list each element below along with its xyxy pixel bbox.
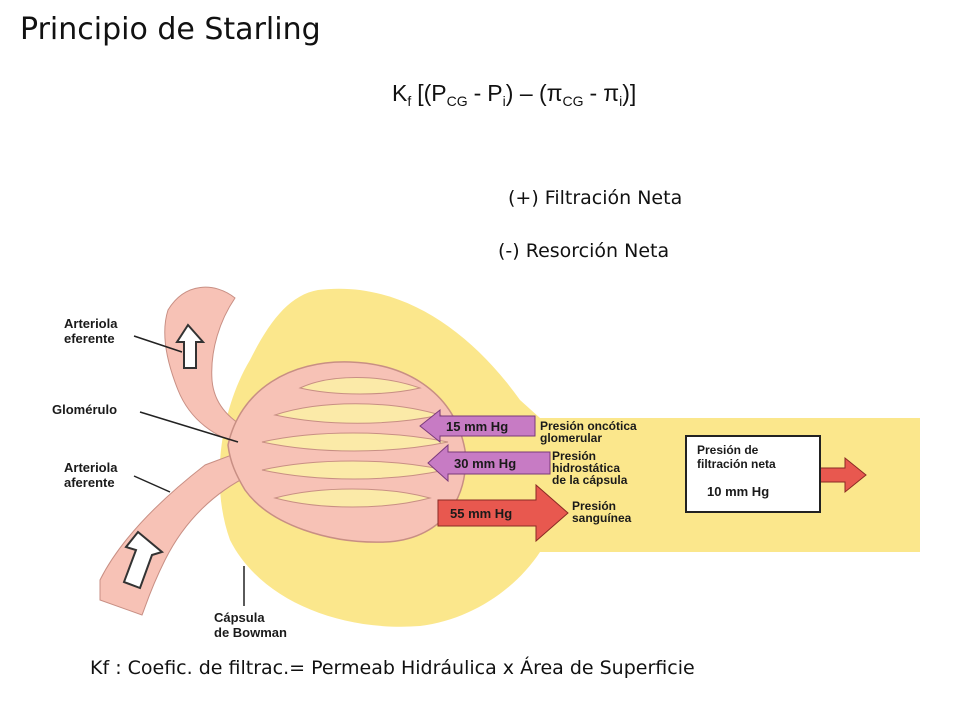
hydrostatic-pressure-arrow	[427, 443, 551, 483]
net-filtration-note: (+) Filtración Neta	[508, 187, 683, 209]
formula-picg: π	[546, 80, 563, 106]
slide-title: Principio de Starling	[20, 12, 321, 47]
hydro-label-line-2: hidrostática	[552, 461, 620, 475]
efferent-flow-arrow	[175, 323, 206, 369]
formula-close-2: )]	[622, 80, 637, 106]
capsule-label-line-1: Cápsula	[214, 610, 265, 625]
hydro-label-line-3: de la cápsula	[552, 473, 628, 487]
afferent-leader-line	[133, 475, 171, 493]
formula-pii: π	[603, 80, 620, 106]
oncotic-label-line-2: glomerular	[540, 431, 602, 445]
capsule-label-line-2: de Bowman	[214, 625, 287, 640]
blood-pressure-value: 55 mm Hg	[450, 506, 512, 521]
efferent-label-line-1: Arteriola	[64, 316, 118, 331]
formula-pcg-sub: CG	[446, 93, 468, 109]
formula-pi: P	[487, 80, 503, 106]
formula-pi-sub: i	[502, 93, 506, 109]
formula-minus-2: -	[589, 80, 598, 106]
starling-formula: Kf[(PCG-Pi) – (πCG-πi)]	[392, 80, 636, 109]
hydrostatic-pressure-value: 30 mm Hg	[454, 456, 516, 471]
capillary-gap	[298, 377, 422, 395]
efferent-label-line-2: eferente	[64, 331, 115, 346]
formula-picg-sub: CG	[562, 93, 584, 109]
formula-pii-sub: i	[619, 93, 623, 109]
blood-pressure-arrow	[437, 483, 569, 543]
afferent-label-line-1: Arteriola	[64, 460, 118, 475]
oncotic-pressure-arrow	[419, 408, 536, 444]
afferent-label-line-2: aferente	[64, 475, 115, 490]
capillary-gap	[261, 432, 449, 452]
hydro-label-line-1: Presión	[552, 449, 596, 463]
formula-close-1: ) – (	[505, 80, 547, 106]
glomerulus-diagram: Arteriola eferente Glomérulo Arteriola a…	[52, 286, 920, 640]
kf-footnote: Kf : Coefic. de filtrac.= Permeab Hidráu…	[90, 657, 695, 679]
net-box-line-2: filtración neta	[697, 457, 776, 471]
afferent-flow-arrow	[122, 530, 165, 590]
formula-k-sub: f	[407, 93, 412, 109]
formula-open: [(P	[417, 80, 447, 106]
net-box-line-1: Presión de	[697, 443, 759, 457]
glomerulus-label: Glomérulo	[52, 402, 117, 417]
formula-minus-1: -	[473, 80, 482, 106]
oncotic-label-line-1: Presión oncótica	[540, 419, 637, 433]
oncotic-pressure-value: 15 mm Hg	[446, 419, 508, 434]
capillary-gap	[273, 488, 432, 508]
net-filtration-arrow	[819, 456, 867, 494]
glomerulus-leader-line	[139, 411, 239, 443]
blood-label-line-1: Presión	[572, 499, 616, 513]
net-pressure-box	[685, 435, 821, 513]
net-box-value: 10 mm Hg	[707, 484, 769, 499]
blood-label-line-2: sanguínea	[572, 511, 632, 525]
net-resorption-note: (-) Resorción Neta	[498, 240, 670, 262]
efferent-leader-line	[133, 335, 183, 353]
formula-k: K	[392, 80, 408, 106]
